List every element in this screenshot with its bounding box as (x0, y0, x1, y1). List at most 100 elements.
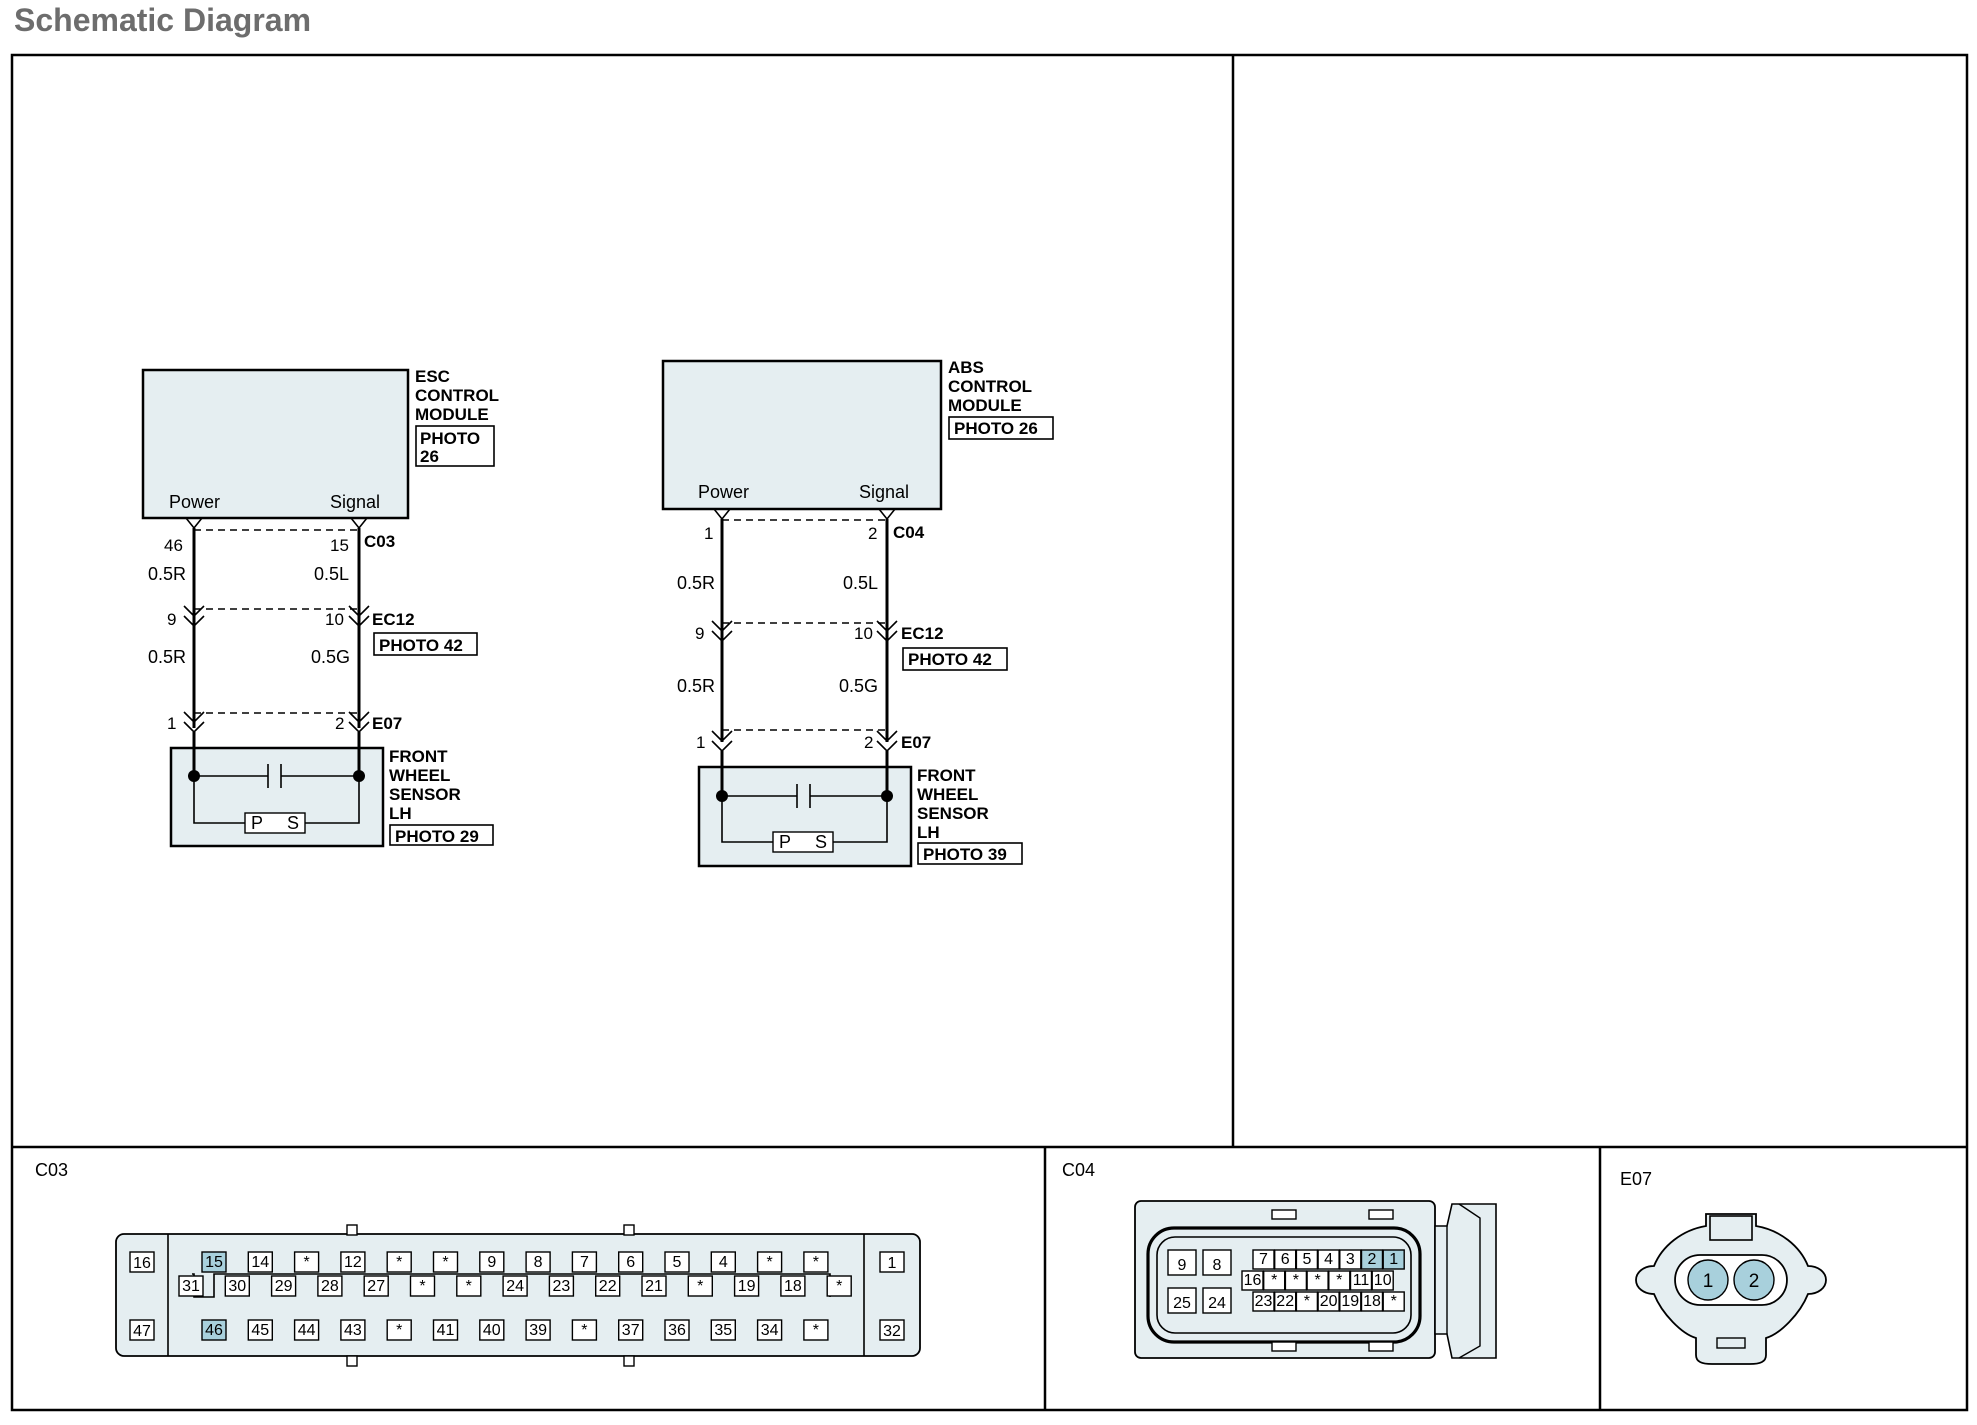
cavity-label: 24 (506, 1278, 524, 1295)
cavity-label: 46 (205, 1322, 223, 1339)
cavity-label: 3 (1346, 1251, 1355, 1268)
esc-wire1-right: 0.5L (314, 564, 349, 584)
c04-lock-lever-detail (1446, 1203, 1481, 1359)
cavity (1306, 1270, 1329, 1291)
c03-cavity-label: 1 (888, 1255, 897, 1272)
esc-module-name-3: MODULE (415, 405, 489, 424)
abs-pin-female-right (878, 508, 896, 521)
abs-ps-p: P (779, 832, 791, 852)
esc-pin-mid-left: 9 (167, 610, 176, 629)
abs-wire2-left: 0.5R (677, 676, 715, 696)
cavity (1167, 1287, 1197, 1314)
cavity-label: 12 (344, 1254, 362, 1271)
cavity-label: 44 (298, 1322, 316, 1339)
e07-key (1716, 1337, 1746, 1349)
c03-left-cavities: 16 47 (129, 1251, 155, 1341)
esc-sensor-photo: PHOTO 29 (395, 827, 479, 846)
cavity-label: * (396, 1322, 402, 1339)
esc-conn-top: C03 (364, 532, 395, 551)
cavity (1382, 1249, 1405, 1270)
esc-sensor-name-2: WHEEL (389, 766, 450, 785)
cavity (317, 1275, 343, 1297)
cavity-label: * (813, 1254, 819, 1271)
esc-pin-female-left (185, 517, 203, 530)
cavity-label: 41 (437, 1322, 455, 1339)
esc-control-module (141, 368, 410, 520)
cavity (595, 1275, 621, 1297)
esc-front-wheel-sensor (169, 746, 385, 848)
abs-sensor-name-3: SENSOR (917, 804, 989, 823)
cavity (803, 1251, 829, 1273)
cavity-label: 23 (1255, 1293, 1273, 1310)
abs-sensor-photo: PHOTO 39 (923, 845, 1007, 864)
cavity-label: 45 (251, 1322, 269, 1339)
c03-name: C03 (35, 1160, 68, 1180)
abs-pin-top-left: 1 (704, 524, 713, 543)
cavity-label: 11 (1353, 1272, 1370, 1289)
cavity (803, 1319, 829, 1341)
cavity-label: * (766, 1254, 772, 1271)
cavity (363, 1275, 389, 1297)
abs-pin-female-left (713, 508, 731, 521)
cavity (618, 1319, 644, 1341)
abs-pin-mid-right: 10 (854, 624, 873, 643)
abs-conn-mid-photo: PHOTO 42 (908, 650, 992, 669)
cavity-label: * (1271, 1272, 1277, 1289)
c03-cavity (879, 1251, 905, 1273)
cavity-label: 43 (344, 1322, 362, 1339)
e07-pin-1-label: 1 (1703, 1271, 1714, 1292)
cavity-label: 9 (487, 1254, 496, 1271)
cavity (1382, 1291, 1405, 1312)
cavity-label: * (466, 1278, 472, 1295)
abs-ps-s: S (815, 832, 827, 852)
cavity-label: 4 (719, 1254, 728, 1271)
abs-control-module (661, 359, 943, 511)
cavity-label: 28 (321, 1278, 339, 1295)
cavity (1202, 1249, 1232, 1276)
cavity-label: 5 (1302, 1251, 1311, 1268)
c03-cavity (879, 1319, 905, 1341)
e07-pin-2-label: 2 (1749, 1271, 1760, 1292)
esc-sensor-name-3: SENSOR (389, 785, 461, 804)
cavity (1167, 1249, 1197, 1276)
cavity (340, 1251, 366, 1273)
cavity (548, 1275, 575, 1297)
abs-pin-mid-left: 9 (695, 624, 704, 643)
c04-latch-top-2 (1368, 1209, 1394, 1220)
cavity (1262, 1270, 1286, 1291)
c03-row-outline (192, 1273, 831, 1298)
cavity (456, 1275, 482, 1297)
cavity (432, 1251, 459, 1273)
esc-ps-lead-right (305, 776, 360, 824)
esc-module-name-1: ESC (415, 367, 450, 386)
cavity-label: 22 (599, 1278, 617, 1295)
esc-sensor-name-1: FRONT (389, 747, 448, 766)
cavity (247, 1319, 274, 1341)
cavity-label: * (1293, 1272, 1299, 1289)
cavity-label: 30 (228, 1278, 246, 1295)
abs-conn-mid-photo-box (902, 647, 1008, 671)
abs-module-photo-box (948, 416, 1054, 440)
cavity-label: 8 (534, 1254, 543, 1271)
c03-latch-top-1 (346, 1224, 358, 1236)
cavity-label: * (303, 1254, 309, 1271)
c03-latch-top-2 (623, 1224, 635, 1236)
cavity-label: 27 (367, 1278, 385, 1295)
cavity (664, 1319, 690, 1341)
esc-conn-mid-photo-box (373, 632, 478, 656)
esc-wire2-right: 0.5G (311, 647, 350, 667)
cavity (409, 1275, 436, 1297)
cavity-label: 39 (529, 1322, 547, 1339)
cavity (1317, 1291, 1340, 1312)
cavity-label: 1 (1389, 1251, 1398, 1268)
esc-pin-female-right (350, 517, 368, 530)
cavity (826, 1275, 852, 1297)
cavity-label: 19 (1341, 1293, 1359, 1310)
cavity (756, 1319, 783, 1341)
cavity-label: * (813, 1322, 819, 1339)
cavity-label: 16 (1244, 1272, 1262, 1289)
esc-wire2-left: 0.5R (148, 647, 186, 667)
cavity-label: 6 (626, 1254, 635, 1271)
